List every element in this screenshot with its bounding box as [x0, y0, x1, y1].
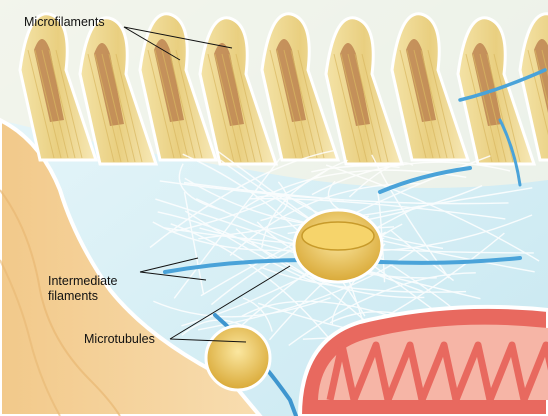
- label-microfilaments: Microfilaments: [24, 15, 105, 30]
- vesicle-lower: [206, 326, 270, 390]
- label-intermediate-line2: filaments: [48, 289, 98, 303]
- vesicle: [294, 210, 382, 282]
- label-microtubules: Microtubules: [84, 332, 155, 347]
- label-intermediate-line1: Intermediate: [48, 274, 117, 288]
